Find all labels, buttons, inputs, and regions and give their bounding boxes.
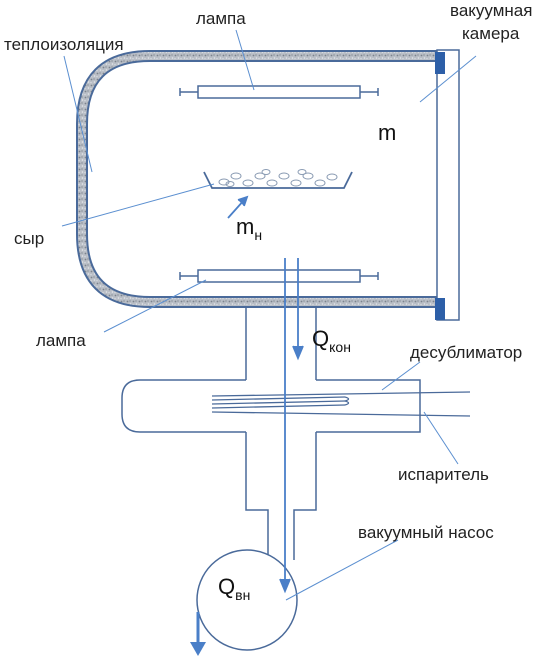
label-chamber-line2: камера (462, 24, 520, 43)
lamp-bottom (179, 269, 379, 283)
desublimator-body (121, 379, 421, 433)
leader-insulation (63, 55, 93, 173)
label-lamp-top: лампа (196, 9, 246, 28)
symbols: m mн Qкон Qвн (218, 120, 396, 603)
symbol-qvn: Qвн (218, 574, 250, 603)
leader-pump (285, 539, 399, 601)
pipe-lower-outline (245, 432, 317, 560)
leader-lamp-bottom (103, 279, 207, 333)
leader-lines (61, 29, 477, 601)
symbol-m: m (378, 120, 396, 145)
pump-outlet-arrow (190, 612, 206, 656)
label-lamp-bottom: лампа (36, 331, 86, 350)
piping (121, 308, 421, 560)
labels: лампа вакуумная камера теплоизоляция сыр… (4, 1, 532, 542)
pipe-upper-outline (245, 308, 317, 380)
leader-lamp-top (235, 29, 255, 91)
label-chamber-line1: вакуумная (450, 1, 532, 20)
chamber-door (436, 49, 460, 321)
label-pump: вакуумный насос (358, 523, 494, 542)
symbol-mn: mн (236, 214, 262, 243)
vapor-flow-arrows (227, 195, 304, 594)
lamp-top (179, 85, 379, 99)
vacuum-pump (196, 549, 298, 651)
label-desublimator: десублиматор (410, 343, 522, 362)
leader-cheese (61, 183, 215, 227)
label-evaporator: испаритель (398, 465, 489, 484)
door-hinge-top (435, 52, 445, 74)
symbol-qkon: Qкон (312, 326, 351, 355)
leader-evaporator (423, 411, 459, 465)
leader-desublimator (381, 361, 421, 391)
insulation-fill (78, 52, 437, 306)
vacuum-chamber (76, 49, 460, 321)
door-hinge-bottom (435, 298, 445, 320)
cheese-tray (203, 169, 353, 189)
label-insulation: теплоизоляция (4, 35, 124, 54)
condenser-coil (211, 391, 471, 417)
leader-chamber (419, 55, 477, 103)
label-cheese: сыр (14, 229, 44, 248)
